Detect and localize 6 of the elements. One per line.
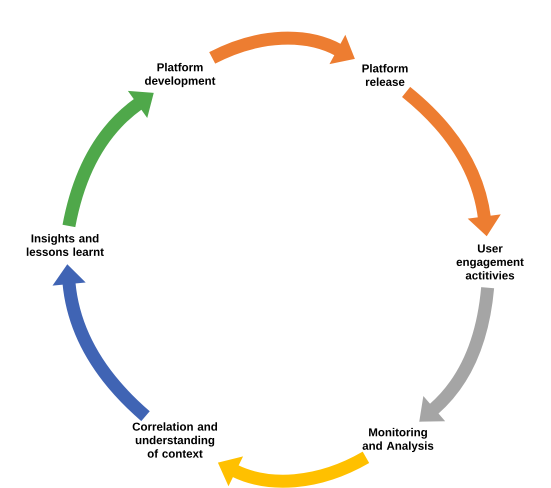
step-label: Monitoring and Analysis	[362, 428, 434, 452]
step-label: User engagement actitivies	[456, 244, 524, 280]
step-label: Platform release	[362, 64, 408, 86]
step-label: Correlation and understanding of context	[132, 422, 218, 458]
step-label: Platform development	[145, 62, 216, 88]
step-label: Insights and lessons learnt	[26, 234, 104, 256]
